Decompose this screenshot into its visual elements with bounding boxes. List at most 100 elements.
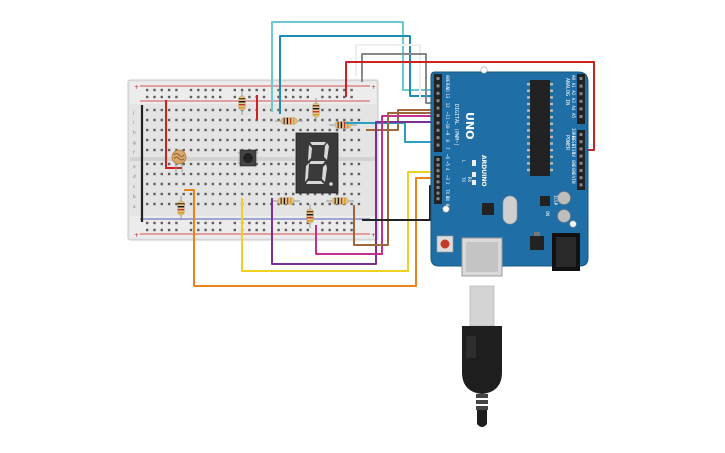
breadboard-hole[interactable]: [211, 138, 215, 142]
resistor-5[interactable]: [177, 196, 185, 220]
breadboard-hole[interactable]: [270, 138, 273, 142]
analog-pin[interactable]: [579, 107, 583, 111]
breadboard-hole[interactable]: [240, 118, 244, 122]
breadboard-hole[interactable]: [182, 172, 185, 176]
rail-hole[interactable]: [262, 88, 266, 92]
rail-hole[interactable]: [343, 88, 346, 92]
breadboard-hole[interactable]: [262, 172, 266, 176]
breadboard-hole[interactable]: [153, 108, 156, 112]
breadboard-hole[interactable]: [277, 162, 280, 166]
digital-pin[interactable]: [436, 114, 440, 117]
digital-pin[interactable]: [436, 77, 440, 80]
breadboard-hole[interactable]: [153, 138, 156, 142]
breadboard-hole[interactable]: [262, 108, 266, 112]
breadboard-hole[interactable]: [182, 138, 185, 142]
rail-hole[interactable]: [255, 88, 258, 92]
breadboard-hole[interactable]: [167, 202, 171, 206]
breadboard-hole[interactable]: [328, 118, 331, 122]
breadboard-hole[interactable]: [167, 162, 171, 166]
breadboard-hole[interactable]: [182, 108, 185, 112]
rail-hole[interactable]: [153, 228, 156, 232]
power-pin[interactable]: [579, 176, 583, 180]
breadboard-hole[interactable]: [248, 108, 251, 112]
breadboard-hole[interactable]: [219, 182, 222, 186]
rail-hole[interactable]: [335, 95, 339, 99]
breadboard-hole[interactable]: [233, 202, 236, 206]
breadboard-hole[interactable]: [153, 172, 156, 176]
rail-hole[interactable]: [146, 95, 149, 99]
breadboard-hole[interactable]: [226, 148, 229, 152]
rail-hole[interactable]: [204, 221, 207, 225]
breadboard-hole[interactable]: [335, 128, 339, 132]
rail-hole[interactable]: [277, 221, 280, 225]
rail-hole[interactable]: [292, 228, 295, 232]
rail-hole[interactable]: [160, 228, 163, 232]
breadboard-hole[interactable]: [146, 128, 149, 132]
breadboard-hole[interactable]: [313, 202, 317, 206]
rail-hole[interactable]: [197, 228, 200, 232]
breadboard-hole[interactable]: [357, 202, 361, 206]
rail-hole[interactable]: [321, 228, 324, 232]
breadboard-hole[interactable]: [226, 118, 229, 122]
breadboard-hole[interactable]: [292, 128, 295, 132]
wire-light-blue-top[interactable]: [271, 21, 440, 112]
breadboard-hole[interactable]: [262, 128, 266, 132]
breadboard-hole[interactable]: [350, 128, 353, 132]
wire-brown-lower[interactable]: [353, 112, 440, 246]
breadboard-hole[interactable]: [204, 202, 207, 206]
wire-red-5v[interactable]: [345, 61, 595, 151]
breadboard-hole[interactable]: [175, 202, 178, 206]
rail-hole[interactable]: [211, 88, 215, 92]
breadboard-hole[interactable]: [146, 172, 149, 176]
rail-hole[interactable]: [321, 95, 324, 99]
breadboard-hole[interactable]: [167, 138, 171, 142]
breadboard-hole[interactable]: [204, 108, 207, 112]
breadboard-hole[interactable]: [197, 138, 200, 142]
breadboard-hole[interactable]: [262, 202, 266, 206]
breadboard-hole[interactable]: [357, 148, 361, 152]
rail-hole[interactable]: [175, 228, 178, 232]
breadboard-hole[interactable]: [233, 172, 236, 176]
breadboard-hole[interactable]: [292, 108, 295, 112]
breadboard-hole[interactable]: [175, 182, 178, 186]
resistor-1[interactable]: [238, 91, 246, 115]
rail-hole[interactable]: [292, 88, 295, 92]
breadboard-hole[interactable]: [146, 202, 149, 206]
breadboard-hole[interactable]: [262, 138, 266, 142]
breadboard-hole[interactable]: [211, 202, 215, 206]
breadboard-hole[interactable]: [167, 182, 171, 186]
digital-pin[interactable]: [436, 91, 440, 95]
breadboard-hole[interactable]: [328, 192, 331, 196]
breadboard-hole[interactable]: [343, 108, 346, 112]
breadboard-hole[interactable]: [153, 148, 156, 152]
breadboard-hole[interactable]: [211, 108, 215, 112]
breadboard-hole[interactable]: [146, 192, 149, 196]
power-pin[interactable]: [579, 161, 583, 165]
breadboard-hole[interactable]: [343, 128, 346, 132]
breadboard-hole[interactable]: [175, 172, 178, 176]
breadboard-hole[interactable]: [255, 192, 258, 196]
breadboard-hole[interactable]: [306, 202, 309, 206]
breadboard-hole[interactable]: [350, 148, 353, 152]
breadboard-hole[interactable]: [255, 202, 258, 206]
wire-magenta[interactable]: [315, 115, 440, 255]
breadboard-hole[interactable]: [153, 182, 156, 186]
seven-segment-display[interactable]: 8: [295, 132, 339, 194]
breadboard-hole[interactable]: [357, 138, 361, 142]
power-pin[interactable]: [579, 133, 583, 136]
rail-hole[interactable]: [284, 221, 288, 225]
breadboard-hole[interactable]: [262, 118, 266, 122]
breadboard-hole[interactable]: [160, 138, 163, 142]
breadboard-hole[interactable]: [343, 118, 346, 122]
breadboard-hole[interactable]: [167, 148, 171, 152]
breadboard-hole[interactable]: [182, 182, 185, 186]
rail-hole[interactable]: [262, 95, 266, 99]
rail-hole[interactable]: [167, 95, 171, 99]
breadboard-hole[interactable]: [160, 128, 163, 132]
breadboard-hole[interactable]: [182, 192, 185, 196]
breadboard-hole[interactable]: [350, 202, 353, 206]
rail-hole[interactable]: [328, 221, 331, 225]
breadboard-hole[interactable]: [343, 162, 346, 166]
breadboard-hole[interactable]: [219, 192, 222, 196]
rail-hole[interactable]: [321, 221, 324, 225]
